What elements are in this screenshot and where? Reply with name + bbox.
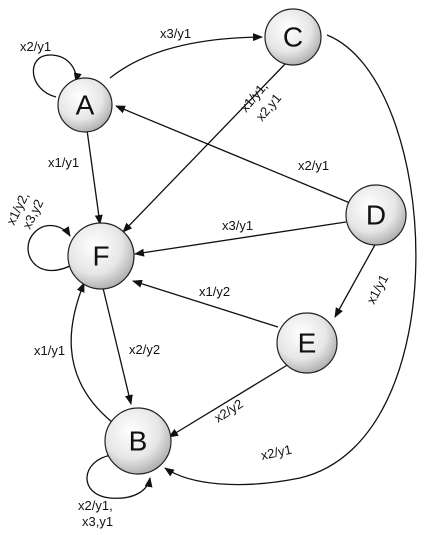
- edge-label-d-f: x3/y1: [222, 218, 253, 233]
- edge-label-c-b: x2/y1: [260, 442, 294, 463]
- edge-label-e-f: x1/y2: [199, 284, 230, 299]
- node-f: F: [67, 222, 135, 290]
- edge-f-b: [102, 287, 133, 405]
- node-d: D: [345, 184, 407, 246]
- edge-label-d-e: x1/y1: [363, 272, 391, 306]
- edge-a-c: [109, 33, 263, 79]
- edge-f-self: [27, 224, 75, 271]
- node-c: C: [264, 8, 322, 66]
- edge-a-f: [86, 129, 103, 225]
- edge-label-a-f: x1/y1: [48, 155, 79, 170]
- edge-b-self: [86, 454, 153, 499]
- edge-a-self: [32, 54, 82, 98]
- node-f-label: F: [92, 241, 109, 272]
- node-b: B: [104, 407, 172, 475]
- edge-d-e: [334, 242, 377, 318]
- edge-label-a-c: x3/y1: [160, 26, 191, 41]
- node-c-label: C: [283, 22, 303, 53]
- edge-b-f: [70, 282, 113, 423]
- node-e: E: [276, 312, 338, 374]
- edge-c-f: [122, 61, 288, 233]
- edge-d-f: [134, 221, 347, 257]
- node-a-label: A: [76, 90, 95, 121]
- edge-label-f-b: x2/y2: [129, 342, 160, 357]
- edge-e-b: [168, 363, 290, 438]
- edge-label-b-self-line1: x2/y1,: [78, 498, 113, 513]
- node-e-label: E: [298, 328, 317, 359]
- edge-label-d-a: x2/y1: [298, 158, 329, 173]
- node-d-label: D: [366, 200, 386, 231]
- edge-d-a: [115, 105, 351, 204]
- edge-label-b-self-line2: x3,y1: [82, 514, 113, 529]
- node-b-label: B: [129, 426, 148, 457]
- node-a: A: [57, 77, 113, 133]
- edge-c-b: [164, 34, 417, 486]
- edge-e-f: [132, 279, 279, 328]
- edge-label-a-self: x2/y1: [20, 39, 51, 54]
- edge-label-b-f: x1/y1: [34, 343, 65, 358]
